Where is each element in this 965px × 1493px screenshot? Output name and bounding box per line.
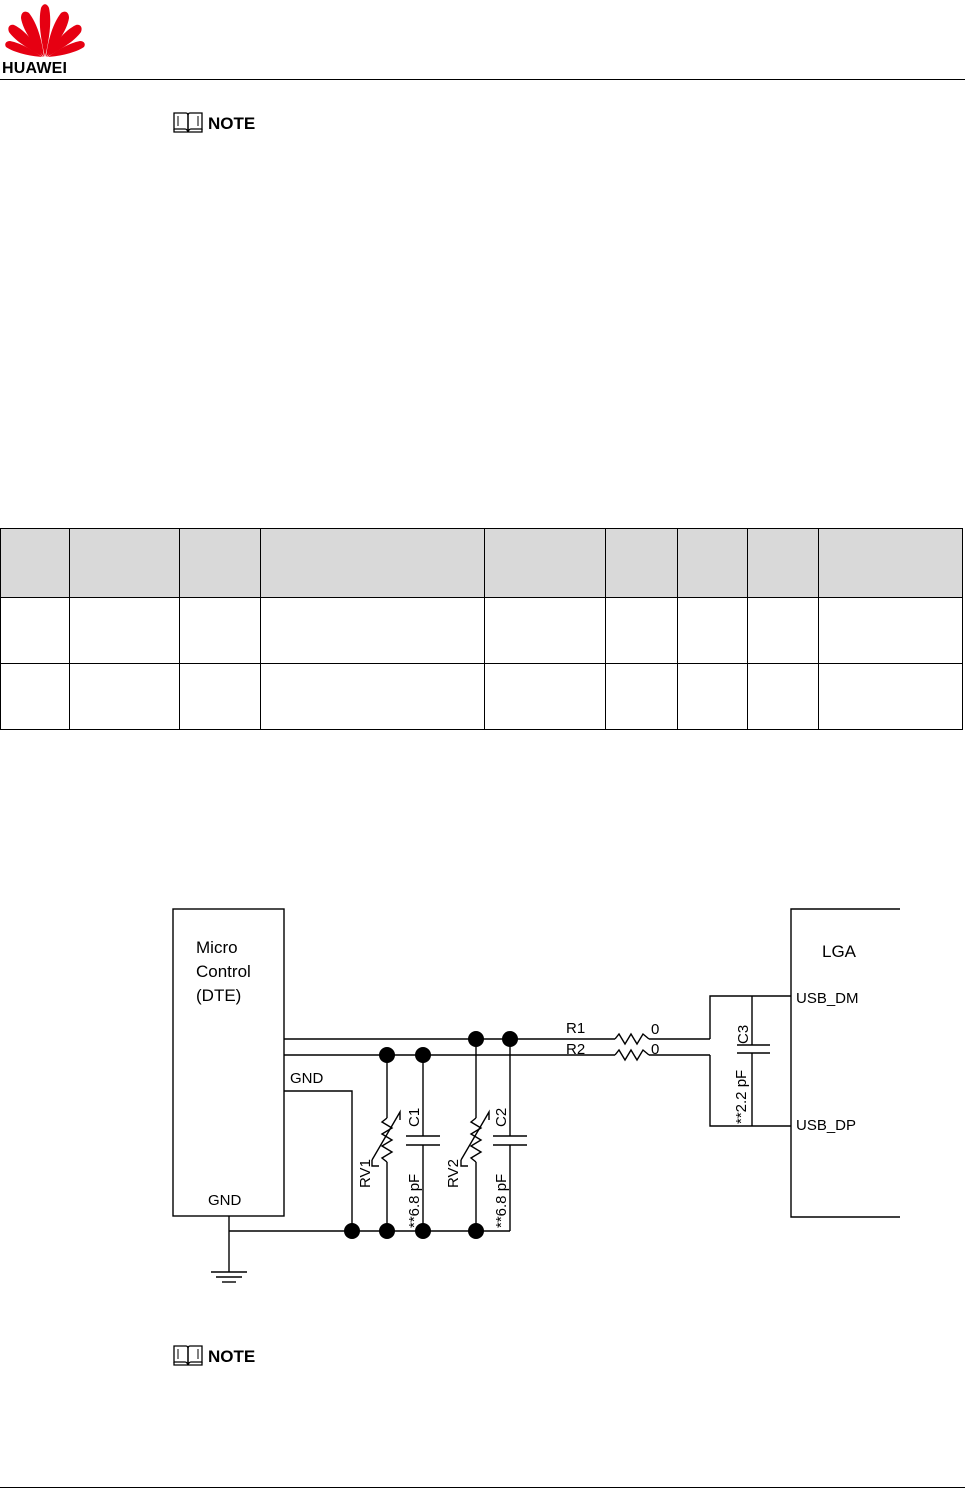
footer-divider xyxy=(0,1487,965,1488)
lga-block xyxy=(790,908,900,1218)
mcu-label-line1: Micro xyxy=(196,938,238,957)
usb-circuit-schematic: Micro Control (DTE) LGA GND GND USB_DM U… xyxy=(172,908,900,1283)
table-cell xyxy=(605,663,678,730)
junction-dot xyxy=(379,1223,395,1239)
note-label: NOTE xyxy=(208,1347,256,1366)
junction-dot xyxy=(468,1031,484,1047)
table-cell xyxy=(179,597,261,664)
table-row xyxy=(0,597,963,664)
table-cell xyxy=(747,597,819,664)
table-cell xyxy=(484,597,606,664)
resistor-r1 xyxy=(614,1032,650,1046)
c3-label: C3 xyxy=(735,1025,752,1044)
table-cell xyxy=(677,663,748,730)
table-cell xyxy=(260,597,485,664)
junction-dot xyxy=(415,1047,431,1063)
r1-label: R1 xyxy=(566,1020,585,1037)
table-cell xyxy=(0,597,70,664)
junction-dot xyxy=(415,1223,431,1239)
r2-label: R2 xyxy=(566,1041,585,1058)
spec-table xyxy=(0,528,963,730)
varistor-rv2 xyxy=(469,1117,483,1163)
header-divider xyxy=(0,79,965,80)
table-row xyxy=(0,663,963,730)
table-cell xyxy=(818,597,963,664)
table-header-cell xyxy=(484,528,606,598)
note-label: NOTE xyxy=(208,114,256,133)
table-cell xyxy=(179,663,261,730)
c2-label: C2 xyxy=(493,1108,510,1127)
table-header-cell xyxy=(179,528,261,598)
mcu-gnd-pin-label: GND xyxy=(290,1070,324,1087)
junction-dot xyxy=(379,1047,395,1063)
mcu-gnd-label: GND xyxy=(208,1192,242,1209)
mcu-label-line3: (DTE) xyxy=(196,986,241,1005)
r1-value: 0 xyxy=(651,1021,659,1038)
table-header-row xyxy=(0,528,963,598)
logo-wordmark: HUAWEI xyxy=(2,60,68,77)
table-cell xyxy=(0,663,70,730)
table-cell xyxy=(818,663,963,730)
huawei-logo: HUAWEI xyxy=(0,0,90,78)
c1-label: C1 xyxy=(406,1108,423,1127)
c2-value: **6.8 pF xyxy=(493,1174,510,1228)
c1-value: **6.8 pF xyxy=(406,1174,423,1228)
table-cell xyxy=(605,597,678,664)
r2-value: 0 xyxy=(651,1041,659,1058)
book-icon xyxy=(173,112,203,133)
huawei-petals-icon xyxy=(5,4,85,58)
varistor-rv1 xyxy=(380,1117,394,1163)
table-header-cell xyxy=(69,528,180,598)
rv1-label: RV1 xyxy=(357,1159,374,1188)
lga-pin-dm: USB_DM xyxy=(796,990,859,1007)
table-header-cell xyxy=(260,528,485,598)
book-icon xyxy=(173,1345,203,1366)
lga-label: LGA xyxy=(822,942,857,961)
resistor-r2 xyxy=(614,1048,650,1062)
table-header-cell xyxy=(818,528,963,598)
junction-dot xyxy=(344,1223,360,1239)
table-cell xyxy=(260,663,485,730)
mcu-label-line2: Control xyxy=(196,962,251,981)
table-cell xyxy=(484,663,606,730)
junction-dot xyxy=(468,1223,484,1239)
table-cell xyxy=(69,597,180,664)
table-header-cell xyxy=(747,528,819,598)
lga-pin-dp: USB_DP xyxy=(796,1117,856,1134)
table-cell xyxy=(747,663,819,730)
junction-dot xyxy=(502,1031,518,1047)
table-cell xyxy=(677,597,748,664)
table-header-cell xyxy=(605,528,678,598)
c3-value: **2.2 pF xyxy=(733,1070,750,1124)
table-cell xyxy=(69,663,180,730)
table-header-cell xyxy=(0,528,70,598)
table-header-cell xyxy=(677,528,748,598)
rv2-label: RV2 xyxy=(445,1159,462,1188)
